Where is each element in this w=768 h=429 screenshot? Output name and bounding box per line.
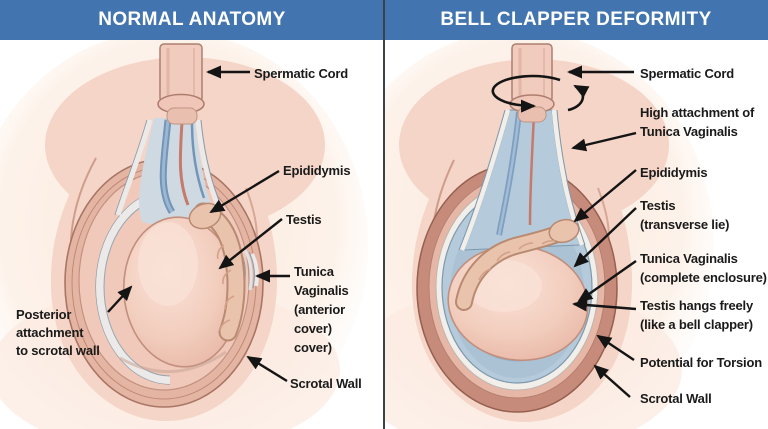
rotation-arrows bbox=[491, 74, 590, 113]
label-posterior-attachment: Posterior attachment to scrotal wall bbox=[16, 307, 100, 358]
cord-vessels bbox=[114, 118, 223, 225]
annotation-arrows bbox=[107, 65, 290, 383]
scrotal-wall-arrow bbox=[246, 355, 288, 383]
label-testis: Testis (transverse lie) bbox=[640, 198, 730, 232]
normal-anatomy-illustration bbox=[0, 40, 368, 429]
panel-divider bbox=[383, 0, 385, 429]
normal-anatomy-panel: Spermatic Cord Epididymis Testis Tunica … bbox=[0, 40, 384, 429]
label-spermatic-cord: Spermatic Cord bbox=[640, 66, 735, 81]
label-spermatic-cord: Spermatic Cord bbox=[254, 66, 349, 81]
label-scrotal-wall: Scrotal Wall bbox=[290, 376, 362, 391]
label-epididymis: Epididymis bbox=[640, 165, 708, 180]
scrotal-wall-arrow bbox=[593, 364, 631, 398]
label-high-attachment: High attachment of Tunica Vaginalis bbox=[640, 105, 755, 139]
testis-arrow bbox=[573, 207, 637, 268]
epididymis-arrow bbox=[573, 169, 637, 223]
label-testis: Testis bbox=[286, 212, 322, 227]
tunica-vaginalis-arrow bbox=[577, 260, 637, 303]
testis bbox=[122, 216, 240, 368]
bell-clapper-panel: Spermatic Cord High attachment of Tunica… bbox=[384, 40, 768, 429]
label-scrotal-wall: Scrotal Wall bbox=[640, 391, 712, 406]
rotation-arrow-left bbox=[491, 74, 561, 113]
bell-clapper-illustration bbox=[384, 40, 714, 429]
label-potential-torsion: Potential for Torsion bbox=[640, 355, 762, 370]
torsion-arrow bbox=[596, 334, 635, 361]
posterior-attachment-arrow bbox=[107, 285, 133, 313]
testis-hangs-arrow bbox=[572, 298, 637, 312]
annotation-arrows bbox=[567, 65, 637, 398]
spermatic-cord bbox=[509, 43, 555, 123]
label-epididymis: Epididymis bbox=[283, 163, 351, 178]
right-panel-title: BELL CLAPPER DEFORMITY bbox=[384, 0, 768, 40]
epididymis bbox=[455, 218, 580, 311]
label-tunica-vaginalis: Tunica Vaginalis (anterior cover) cover) bbox=[294, 264, 349, 355]
label-tunica-vaginalis: Tunica Vaginalis (complete enclosure) bbox=[640, 251, 767, 285]
rotation-arrow-right bbox=[567, 84, 590, 112]
testis-arrow bbox=[218, 218, 283, 270]
spermatic-cord bbox=[157, 43, 205, 125]
label-testis-hangs: Testis hangs freely (like a bell clapper… bbox=[640, 298, 754, 332]
header-row: NORMAL ANATOMY BELL CLAPPER DEFORMITY bbox=[0, 0, 768, 40]
high-attachment-arrow bbox=[571, 131, 637, 152]
epididymis-arrow bbox=[209, 169, 280, 214]
left-panel-title: NORMAL ANATOMY bbox=[0, 0, 384, 40]
